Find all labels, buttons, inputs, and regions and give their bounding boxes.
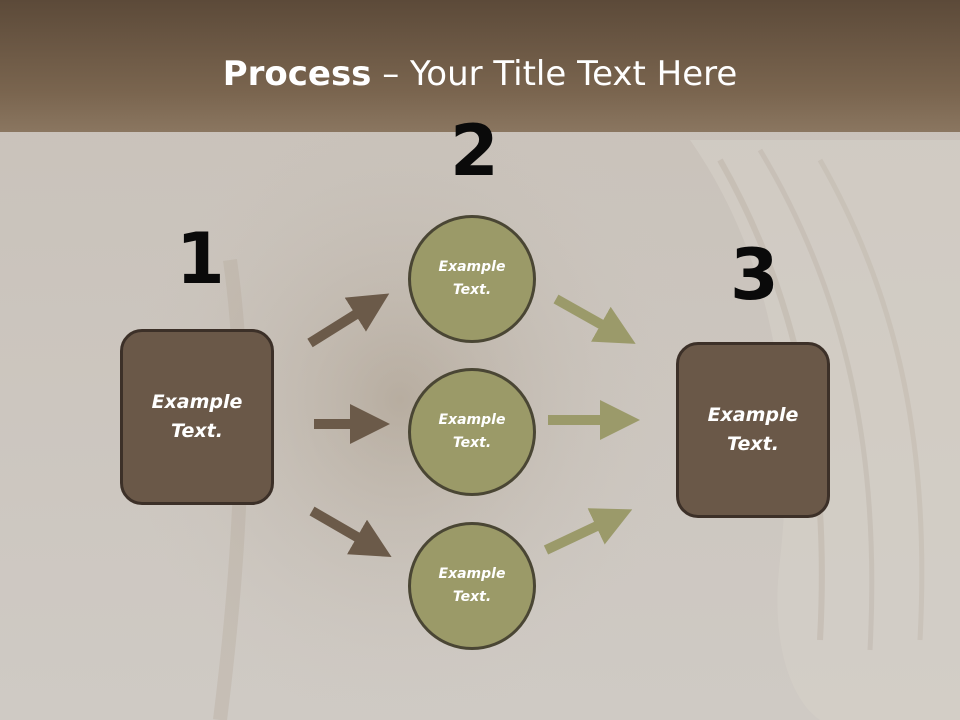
title-rest: – Your Title Text Here [371, 54, 738, 94]
circle-middle: Example Text. [408, 368, 536, 496]
step-3-box: Example Text. [676, 342, 830, 518]
circle-middle-text: Example Text. [438, 412, 506, 451]
slide-title: Process – Your Title Text Here [0, 52, 960, 96]
step-number-2: 2 [450, 110, 499, 192]
title-bold: Process [222, 54, 372, 94]
step-1-text: Example Text. [151, 391, 243, 442]
step-number-1: 1 [176, 218, 225, 300]
circle-top: Example Text. [408, 215, 536, 343]
step-1-box: Example Text. [120, 329, 274, 505]
circle-bottom-text: Example Text. [438, 566, 506, 605]
circle-top-text: Example Text. [438, 259, 506, 298]
circle-bottom: Example Text. [408, 522, 536, 650]
step-3-text: Example Text. [707, 404, 799, 455]
step-number-3: 3 [730, 234, 779, 316]
